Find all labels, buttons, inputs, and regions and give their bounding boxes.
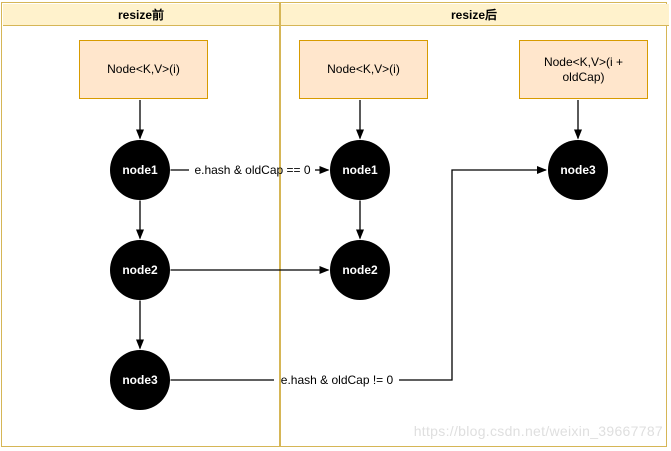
node1-before: node1 [110,140,170,200]
lane-header-row: resize前 resize后 [2,3,669,26]
node2-after: node2 [330,240,390,300]
entry-box-after-high: Node<K,V>(i + oldCap) [519,40,648,99]
node1-after: node1 [330,140,390,200]
edge-label-high-bit: e.hash & oldCap != 0 [280,373,394,387]
pool-outline [1,2,667,447]
entry-box-after-low: Node<K,V>(i) [299,40,428,99]
node3-after: node3 [548,140,608,200]
node3-before: node3 [110,350,170,410]
lane-divider [279,2,281,447]
watermark-url: https://blog.csdn.net/weixin_39667787 [413,423,663,439]
lane-title-before: resize前 [117,7,165,22]
edge-label-low-bit: e.hash & oldCap == 0 [194,163,311,177]
node2-before: node2 [110,240,170,300]
lane-title-after: resize后 [450,7,498,22]
entry-box-before: Node<K,V>(i) [79,40,208,99]
